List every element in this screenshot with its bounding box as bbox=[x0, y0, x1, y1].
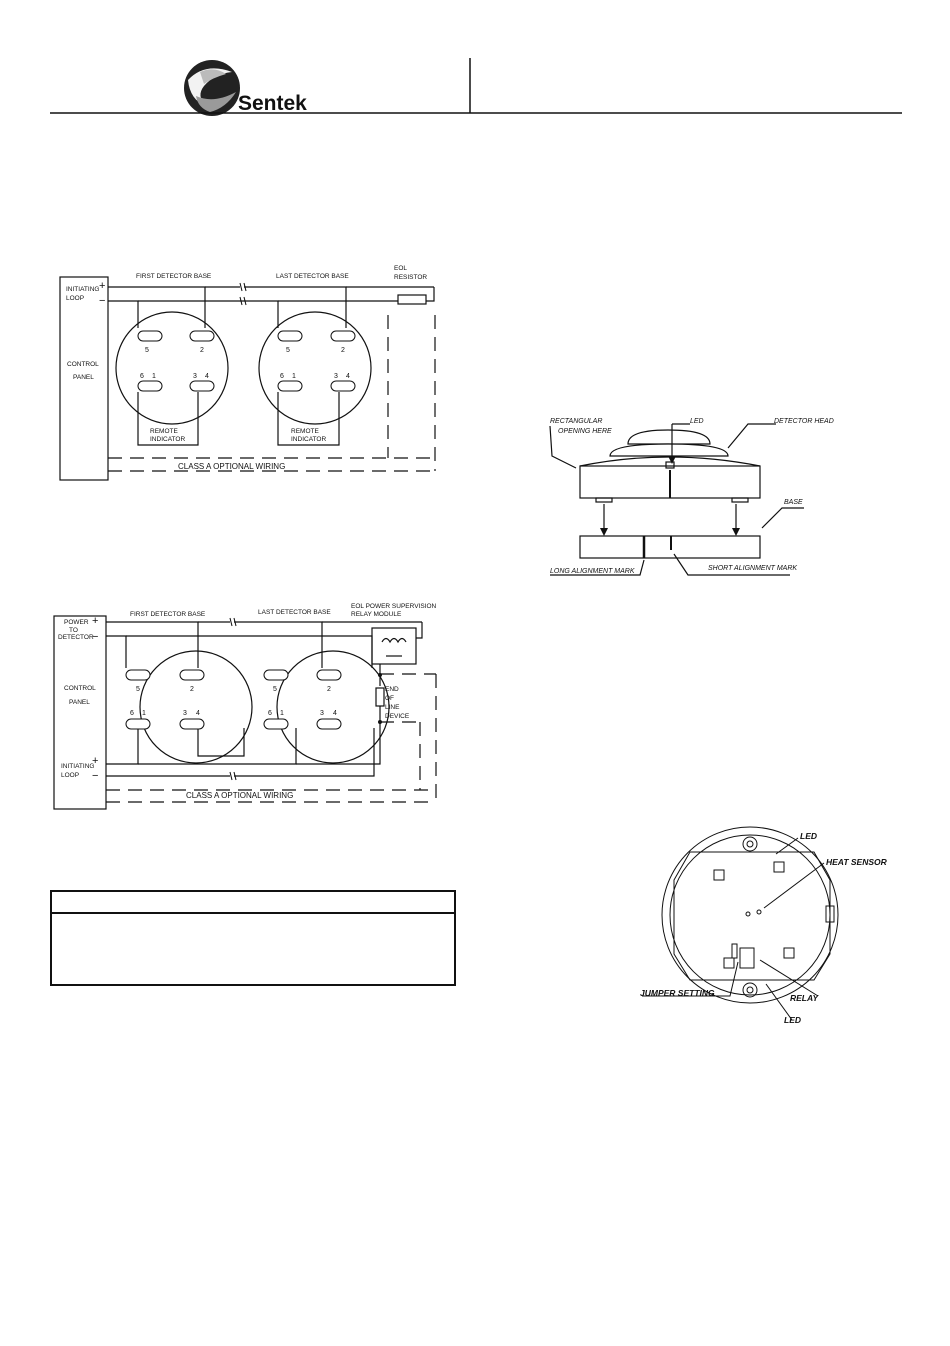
terminal-4: 4 bbox=[346, 373, 350, 380]
terminal-4: 4 bbox=[196, 710, 200, 717]
relay-label: RELAY bbox=[790, 993, 820, 1003]
control-panel-box bbox=[59, 276, 109, 481]
terminal-5: 5 bbox=[136, 686, 140, 693]
led-label: LED bbox=[690, 418, 704, 425]
terminal-1: 1 bbox=[280, 710, 284, 717]
terminal-2: 2 bbox=[341, 347, 345, 354]
rectangular-opening-label: RECTANGULAR bbox=[550, 418, 602, 425]
last-detector-base bbox=[276, 650, 390, 764]
jumper-setting-label: JUMPER SETTING bbox=[640, 988, 715, 998]
eol-device-label-4: DEVICE bbox=[385, 713, 410, 720]
heat-sensor-label: HEAT SENSOR bbox=[826, 857, 888, 867]
eol-device-label-2: OF bbox=[385, 695, 394, 702]
terminal-5: 5 bbox=[145, 347, 149, 354]
eol-resistor-label-2: RESISTOR bbox=[394, 274, 427, 281]
power-label: POWER bbox=[64, 619, 89, 626]
long-alignment-mark-label: LONG ALIGNMENT MARK bbox=[550, 568, 635, 575]
terminal-1: 1 bbox=[292, 373, 296, 380]
remote-indicator-label-2: INDICATOR bbox=[291, 436, 326, 443]
brand-name: Sentek bbox=[238, 92, 307, 115]
eol-resistor-label: EOL bbox=[394, 265, 407, 272]
minus-sign: − bbox=[92, 770, 98, 782]
terminal-4: 4 bbox=[205, 373, 209, 380]
minus-sign: − bbox=[99, 295, 105, 307]
note-box-header-rule bbox=[52, 912, 454, 914]
power-label-2: TO bbox=[69, 627, 78, 634]
initiating-loop-label-2: LOOP bbox=[66, 295, 84, 302]
power-label-3: DETECTOR bbox=[58, 634, 94, 641]
terminal-3: 3 bbox=[320, 710, 324, 717]
terminal-6: 6 bbox=[140, 373, 144, 380]
header-graphic: Sentek bbox=[50, 58, 902, 116]
terminal-3: 3 bbox=[193, 373, 197, 380]
terminal-2: 2 bbox=[190, 686, 194, 693]
first-detector-base bbox=[115, 311, 229, 425]
last-base-label: LAST DETECTOR BASE bbox=[258, 609, 331, 616]
detector-underside-diagram: LED HEAT SENSOR JUMPER SETTING RELAY LED bbox=[640, 826, 888, 1025]
rectangular-opening-label-2: OPENING HERE bbox=[558, 428, 612, 435]
terminal-5: 5 bbox=[286, 347, 290, 354]
remote-indicator-label-2: INDICATOR bbox=[150, 436, 185, 443]
plus-sign: + bbox=[92, 615, 98, 627]
class-a-label: CLASS A OPTIONAL WIRING bbox=[186, 791, 293, 800]
sentek-logo-icon bbox=[184, 60, 240, 116]
initiating-loop-label-2: LOOP bbox=[61, 772, 79, 779]
terminal-3: 3 bbox=[334, 373, 338, 380]
control-panel-box bbox=[53, 615, 107, 810]
wiring-diagram-2: 5 2 6 1 3 4 5 2 6 1 3 4 POWER TO DETECTO… bbox=[53, 603, 437, 810]
remote-indicator-label: REMOTE bbox=[291, 428, 319, 435]
page-header: Sentek bbox=[0, 0, 950, 130]
base-label: BASE bbox=[784, 499, 803, 506]
led-top-label: LED bbox=[800, 831, 817, 841]
terminal-1: 1 bbox=[152, 373, 156, 380]
terminal-5: 5 bbox=[273, 686, 277, 693]
first-base-label: FIRST DETECTOR BASE bbox=[136, 273, 212, 280]
control-panel-label: CONTROL bbox=[67, 361, 99, 368]
mounting-diagram: RECTANGULAR OPENING HERE LED DETECTOR HE… bbox=[549, 418, 834, 576]
minus-sign: − bbox=[92, 631, 98, 643]
relay-module-label: EOL POWER SUPERVISION bbox=[351, 603, 437, 610]
plus-sign: + bbox=[99, 280, 105, 292]
terminal-4: 4 bbox=[333, 710, 337, 717]
terminal-6: 6 bbox=[268, 710, 272, 717]
terminal-6: 6 bbox=[130, 710, 134, 717]
terminal-6: 6 bbox=[280, 373, 284, 380]
eol-device-label: END bbox=[385, 686, 399, 693]
remote-indicator-label: REMOTE bbox=[150, 428, 178, 435]
terminal-3: 3 bbox=[183, 710, 187, 717]
first-base-label: FIRST DETECTOR BASE bbox=[130, 611, 206, 618]
initiating-loop-label: INITIATING bbox=[66, 286, 99, 293]
terminal-2: 2 bbox=[200, 347, 204, 354]
last-detector-base bbox=[258, 311, 372, 425]
eol-device-label-3: LINE bbox=[385, 704, 400, 711]
led-bottom-label: LED bbox=[784, 1015, 801, 1025]
note-box bbox=[50, 890, 456, 986]
wiring-diagram-1: 5 2 6 1 3 4 5 2 6 1 3 4 INITIATING LOOP … bbox=[59, 265, 436, 481]
detector-head-label: DETECTOR HEAD bbox=[774, 418, 834, 425]
short-alignment-mark-label: SHORT ALIGNMENT MARK bbox=[708, 565, 797, 572]
control-panel-label-2: PANEL bbox=[69, 699, 90, 706]
first-detector-base bbox=[139, 650, 253, 764]
terminal-1: 1 bbox=[142, 710, 146, 717]
initiating-loop-label: INITIATING bbox=[61, 763, 94, 770]
last-base-label: LAST DETECTOR BASE bbox=[276, 273, 349, 280]
relay-module-label-2: RELAY MODULE bbox=[351, 611, 402, 618]
class-a-label: CLASS A OPTIONAL WIRING bbox=[178, 462, 285, 471]
control-panel-label: CONTROL bbox=[64, 685, 96, 692]
control-panel-label-2: PANEL bbox=[73, 374, 94, 381]
terminal-2: 2 bbox=[327, 686, 331, 693]
plus-sign: + bbox=[92, 755, 98, 767]
